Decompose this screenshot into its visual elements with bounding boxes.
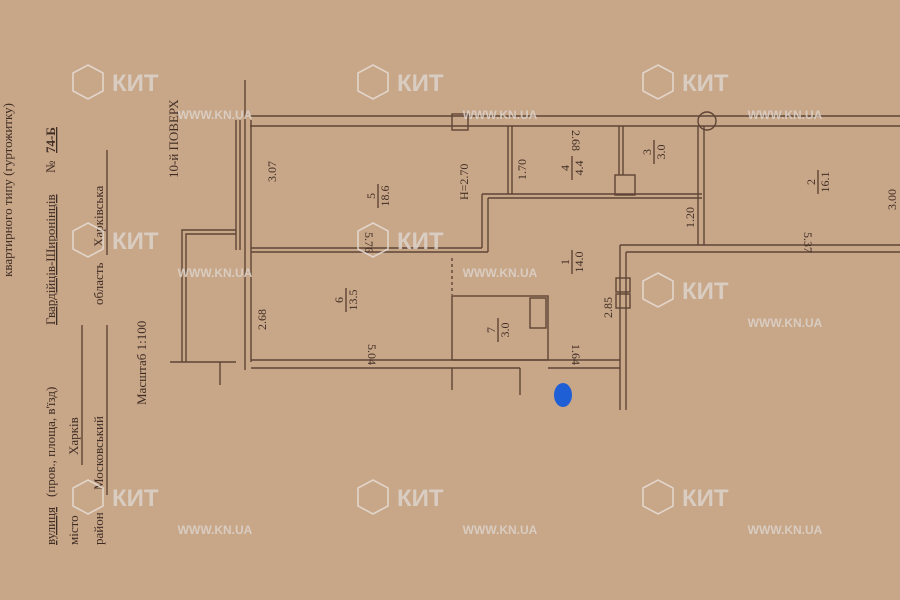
- kit-logo-icon: [357, 64, 389, 100]
- scale: Масштаб 1:100: [134, 321, 149, 405]
- blue-marker: [554, 383, 572, 407]
- dim-3-07: 3.07: [265, 161, 279, 182]
- watermark-url: WWW.KN.UA: [748, 316, 823, 330]
- street-kind: (пров., площа, в'їзд): [43, 387, 58, 497]
- watermark-logo-text: КИТ: [397, 228, 444, 255]
- city-label: місто: [66, 515, 81, 545]
- room-area: 13.5: [346, 290, 360, 311]
- number-label: №: [43, 161, 58, 173]
- district: Московський: [91, 416, 106, 490]
- kit-logo-icon: [642, 479, 674, 515]
- region-label: область: [91, 263, 106, 305]
- room-number: 7: [484, 327, 498, 333]
- kit-logo-icon: [642, 272, 674, 308]
- room-area: 3.0: [654, 145, 668, 160]
- walls: [170, 80, 900, 410]
- room-number: 6: [332, 297, 346, 303]
- watermark-logo-text: КИТ: [112, 485, 159, 512]
- watermarks: КИТ WWW.KN.UA КИТ WWW.KN.UA КИТ WWW.KN.UA КИТ W…: [72, 64, 823, 537]
- room-area: 18.6: [378, 186, 392, 207]
- floor: 10-й ПОВЕРХ: [166, 99, 181, 178]
- room-number: 2: [804, 179, 818, 185]
- street-label: вулиця: [43, 507, 58, 545]
- watermark-url: WWW.KN.UA: [463, 108, 538, 122]
- watermark-url: WWW.KN.UA: [748, 523, 823, 537]
- watermark-logo-text: КИТ: [682, 70, 729, 97]
- dim-1-70: 1.70: [515, 159, 529, 180]
- watermark-url: WWW.KN.UA: [178, 523, 253, 537]
- room-number: 5: [364, 193, 378, 199]
- watermark-url: WWW.KN.UA: [178, 266, 253, 280]
- ceiling-height: H=2.70: [457, 164, 471, 200]
- kit-logo-icon: [357, 222, 389, 258]
- district-label: район: [91, 512, 106, 545]
- room-area: 14.0: [572, 252, 586, 273]
- watermark-logo-text: КИТ: [397, 70, 444, 97]
- street-name: Гвардійців-Широнінців: [43, 194, 58, 325]
- watermark-url: WWW.KN.UA: [748, 108, 823, 122]
- kit-logo-icon: [642, 64, 674, 100]
- dim-1-64: 1.64: [569, 344, 583, 365]
- watermark-url: WWW.KN.UA: [463, 523, 538, 537]
- watermark-logo-text: КИТ: [112, 228, 159, 255]
- watermark-url: WWW.KN.UA: [463, 266, 538, 280]
- type-line: квартирного типу (гуртожитку): [0, 103, 15, 277]
- dim-5-76: 5.76: [362, 232, 376, 253]
- dim-1-20: 1.20: [683, 207, 697, 228]
- kit-logo-icon: [72, 479, 104, 515]
- dim-3-00: 3.00: [885, 189, 899, 210]
- watermark-logo-text: КИТ: [397, 485, 444, 512]
- city: Харків: [66, 417, 81, 455]
- watermark-logo-text: КИТ: [112, 70, 159, 97]
- room-number: 4: [558, 165, 572, 171]
- room-number: 1: [558, 259, 572, 265]
- kit-logo-icon: [357, 479, 389, 515]
- house-number: 74-Б: [43, 127, 58, 153]
- room-number: 3: [640, 149, 654, 155]
- room-area: 4.4: [572, 161, 586, 176]
- dim-5-04: 5.04: [365, 344, 379, 365]
- kit-logo-icon: [72, 222, 104, 258]
- dim-5-37: 5.37: [801, 232, 815, 253]
- room-area: 3.0: [498, 323, 512, 338]
- dim-2-68-left: 2.68: [255, 309, 269, 330]
- room-area: 16.1: [818, 172, 832, 193]
- header-text: квартирного типу (гуртожитку) вулиця (пр…: [0, 99, 181, 545]
- dim-2-85: 2.85: [601, 297, 615, 318]
- dimension-labels: 3.07 5.76 H=2.70 1.70 2.68 1.20 5.37 3.0…: [255, 130, 899, 365]
- kit-logo-icon: [72, 64, 104, 100]
- dim-2-68-top: 2.68: [569, 130, 583, 151]
- watermark-url: WWW.KN.UA: [178, 108, 253, 122]
- watermark-logo-text: КИТ: [682, 278, 729, 305]
- watermark-logo-text: КИТ: [682, 485, 729, 512]
